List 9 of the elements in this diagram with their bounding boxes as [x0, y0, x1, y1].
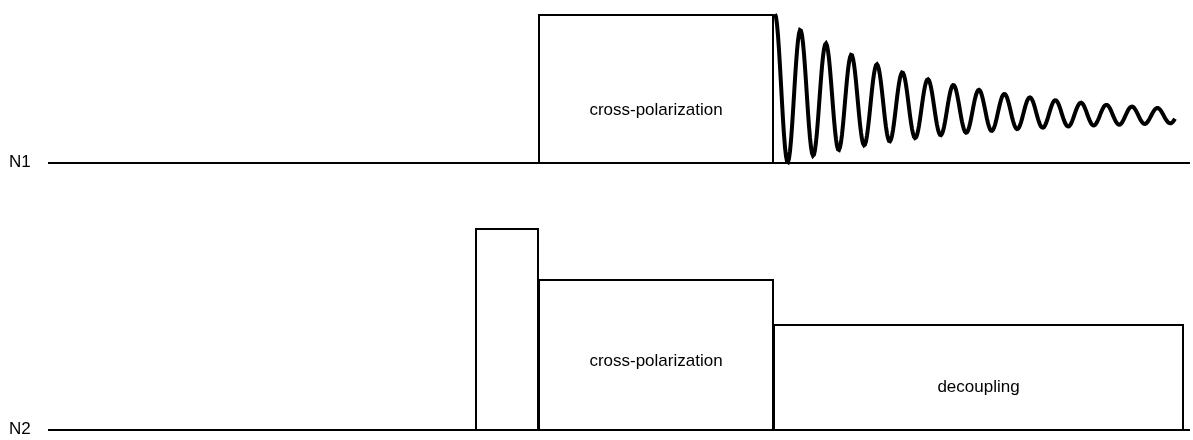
pulse-block [538, 14, 774, 164]
pulse-block [538, 279, 774, 431]
pulse-block [773, 324, 1184, 431]
block-label: cross-polarization [588, 351, 724, 371]
block-label: cross-polarization [588, 100, 724, 120]
channel-label: N1 [9, 152, 31, 172]
channel-label: N2 [9, 419, 31, 439]
pulse-box [475, 228, 539, 431]
block-label: decoupling [936, 377, 1021, 397]
